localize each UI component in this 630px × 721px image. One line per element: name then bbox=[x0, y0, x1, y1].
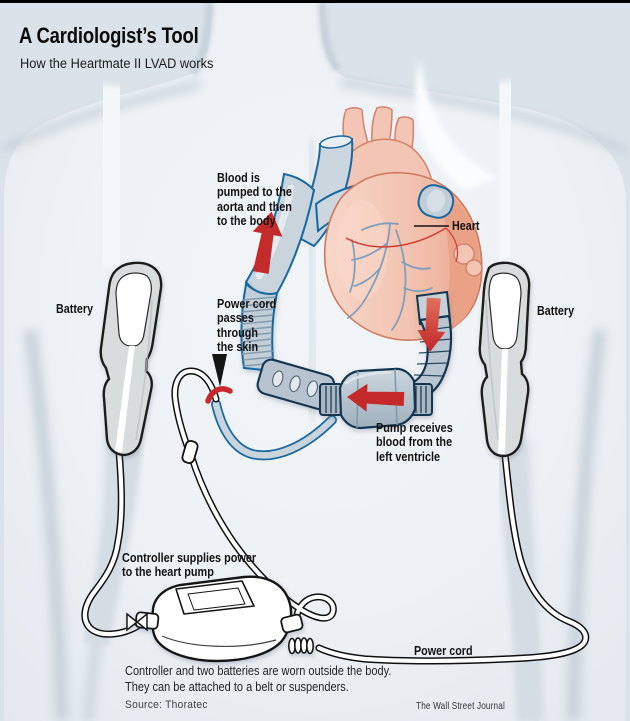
label-power-cord: Power cord bbox=[414, 644, 473, 658]
power-cord-connector bbox=[287, 637, 314, 655]
label-battery-right: Battery bbox=[537, 304, 575, 318]
arrow-up-to-aorta bbox=[252, 211, 283, 274]
arrow-into-pump bbox=[347, 383, 405, 412]
annotation-controller-supplies: Controller supplies power to the heart p… bbox=[122, 551, 257, 580]
shirt-opening bbox=[415, 60, 498, 190]
annotation-pump-receives: Pump receives blood from the left ventri… bbox=[376, 421, 453, 464]
controller bbox=[126, 575, 314, 663]
top-bar bbox=[0, 0, 630, 3]
annotation-blood-pumped: Blood is pumped to the aorta and then to… bbox=[217, 171, 292, 228]
subtitle: How the Heartmate II LVAD works bbox=[20, 56, 214, 71]
source-credit: Source: Thoratec bbox=[125, 699, 208, 711]
publisher-credit: The Wall Street Journal bbox=[416, 700, 505, 712]
arrow-down-from-ventricle bbox=[417, 297, 446, 352]
driveline bbox=[211, 399, 337, 461]
battery-right bbox=[478, 261, 531, 458]
skin-entry-mark bbox=[205, 386, 233, 404]
caption: Controller and two batteries are worn ou… bbox=[125, 664, 392, 694]
page-title: A Cardiologist’s Tool bbox=[19, 23, 199, 48]
skin-label-pointer bbox=[212, 354, 227, 387]
battery-left bbox=[99, 261, 163, 457]
pump-assembly bbox=[240, 282, 453, 430]
label-heart: Heart bbox=[452, 219, 480, 233]
annotation-power-cord-skin: Power cord passes through the skin bbox=[217, 297, 277, 354]
label-battery-left: Battery bbox=[56, 302, 94, 316]
